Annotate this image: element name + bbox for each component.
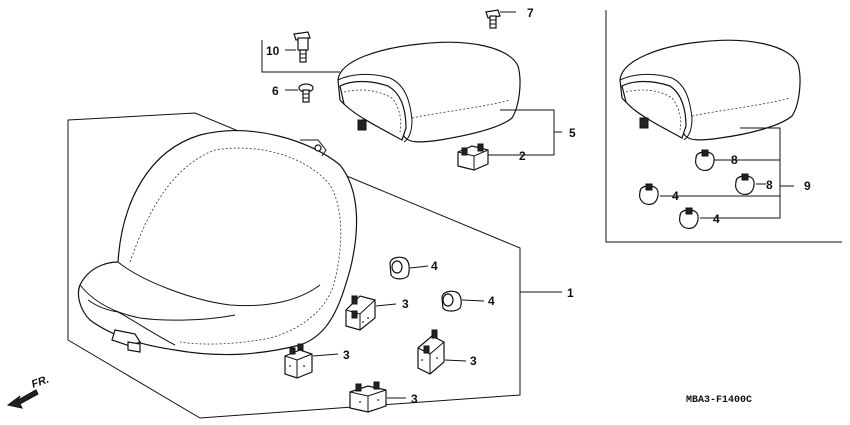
diagram-code: MBA3-F1400C bbox=[686, 395, 752, 406]
option-passenger-seat bbox=[619, 39, 801, 141]
rubber-cushion-4d bbox=[679, 207, 699, 229]
main-seat bbox=[77, 130, 358, 356]
leader-4b bbox=[461, 299, 485, 302]
callout-2: 2 bbox=[519, 149, 526, 163]
leader-4a bbox=[409, 265, 429, 269]
front-arrow-icon bbox=[6, 389, 39, 409]
bolt-7 bbox=[485, 9, 501, 29]
option-frame bbox=[605, 10, 842, 243]
bolt-10 bbox=[293, 31, 311, 63]
rubber-cushion-4c bbox=[639, 183, 659, 205]
callout-3b: 3 bbox=[343, 348, 350, 362]
leader-3a bbox=[375, 303, 397, 307]
callout-3a: 3 bbox=[402, 297, 409, 311]
callout-3d: 3 bbox=[411, 392, 418, 406]
mount-block-3a bbox=[345, 295, 376, 331]
mount-block-3c bbox=[417, 329, 445, 375]
callout-8a: 8 bbox=[731, 153, 738, 167]
callout-3c: 3 bbox=[470, 354, 477, 368]
mount-block-3d bbox=[349, 381, 387, 413]
callout-7: 7 bbox=[527, 6, 534, 20]
bolt-6 bbox=[298, 83, 314, 103]
callout-9: 9 bbox=[804, 179, 811, 193]
callout-4b: 4 bbox=[488, 294, 495, 308]
mount-block-2 bbox=[457, 143, 489, 171]
callout-4d: 4 bbox=[713, 212, 720, 226]
rubber-cushion-8a bbox=[695, 149, 715, 171]
callout-4c: 4 bbox=[672, 189, 679, 203]
callout-10: 10 bbox=[266, 44, 280, 58]
passenger-seat bbox=[337, 41, 521, 143]
rubber-cushion-8b bbox=[735, 173, 755, 195]
direction-label: FR. bbox=[30, 373, 51, 390]
callout-6: 6 bbox=[272, 84, 279, 98]
callout-1: 1 bbox=[567, 286, 574, 300]
main-seat-frame bbox=[67, 112, 521, 419]
rubber-cushion-4a bbox=[389, 256, 410, 280]
callout-4a: 4 bbox=[431, 259, 438, 273]
rubber-cushion-4b bbox=[441, 290, 462, 312]
bolt-10-frame bbox=[261, 40, 340, 73]
leader-3c bbox=[444, 359, 467, 362]
callout-8b: 8 bbox=[766, 178, 773, 192]
leader-3b bbox=[312, 353, 339, 357]
callout-5: 5 bbox=[569, 126, 576, 140]
leader-9-bracket bbox=[700, 127, 781, 219]
mount-block-3b bbox=[284, 343, 313, 379]
